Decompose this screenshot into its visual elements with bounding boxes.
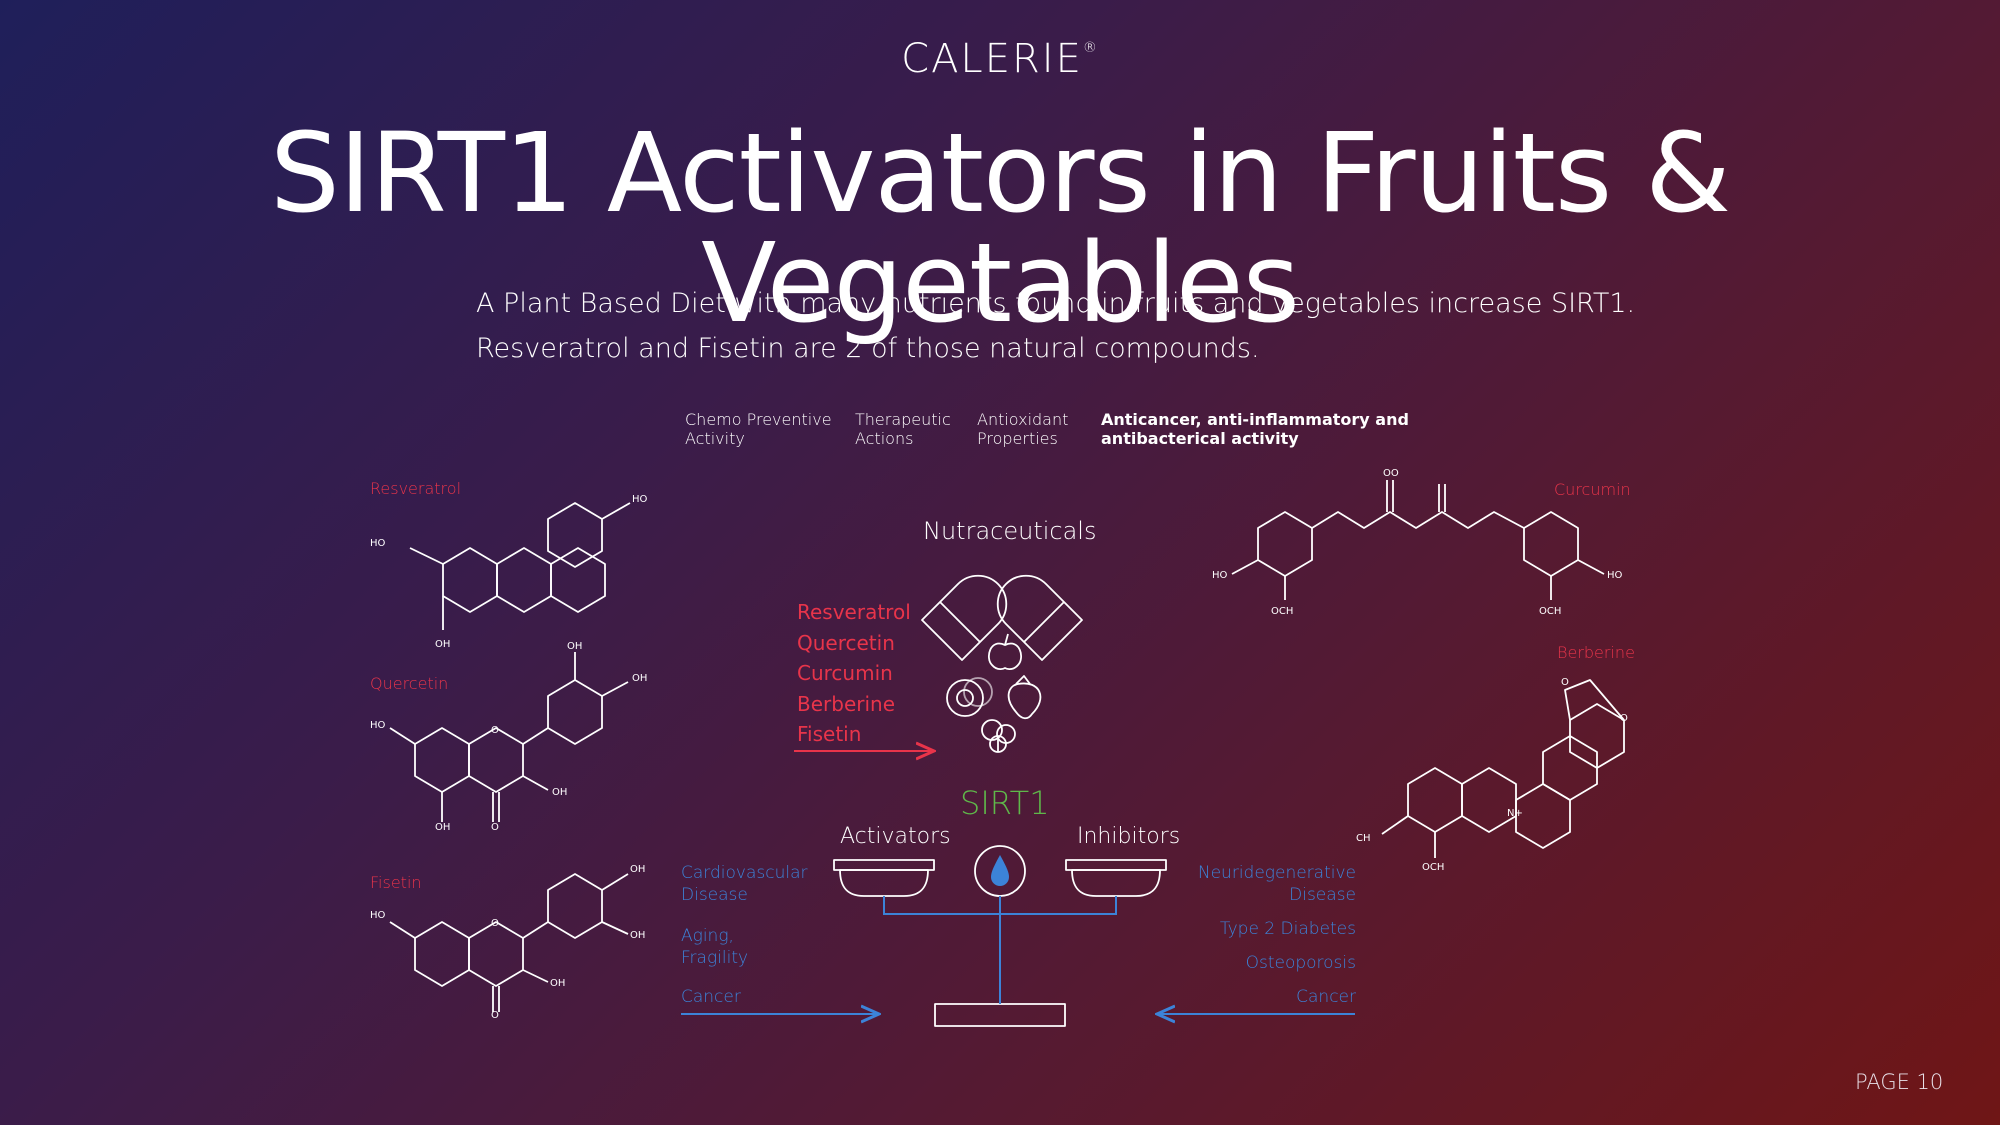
nutraceuticals-title: Nutraceuticals bbox=[923, 517, 1097, 545]
fisetin-structure bbox=[389, 873, 629, 1012]
molecule-atom-labels: HO HO OH HO O OH O OH OH OH HO O O OH OH… bbox=[370, 468, 1628, 1021]
svg-text:OH: OH bbox=[552, 787, 567, 798]
berberine-structure bbox=[1381, 679, 1625, 858]
nutraceutical-item: Quercetin bbox=[797, 630, 895, 655]
svg-text:O: O bbox=[491, 918, 499, 929]
svg-text:OH: OH bbox=[632, 673, 647, 684]
svg-text:HO: HO bbox=[1607, 570, 1623, 581]
condition-aging: Aging,Fragility bbox=[681, 926, 749, 968]
svg-text:OH: OH bbox=[567, 641, 582, 652]
svg-text:O: O bbox=[491, 1010, 499, 1021]
svg-text:O: O bbox=[1620, 713, 1628, 724]
svg-text:OCH: OCH bbox=[1422, 862, 1444, 873]
svg-text:OH: OH bbox=[550, 978, 565, 989]
nutraceutical-item: Berberine bbox=[797, 691, 896, 716]
resveratrol-structure bbox=[409, 502, 631, 630]
apple-icon bbox=[988, 633, 1022, 671]
quercetin-structure bbox=[389, 652, 629, 822]
capsule-icon bbox=[921, 574, 1008, 661]
svg-text:HO: HO bbox=[1212, 570, 1228, 581]
svg-text:OH: OH bbox=[630, 864, 645, 875]
compound-label-fisetin: Fisetin bbox=[370, 873, 422, 892]
scale-arms bbox=[883, 896, 1117, 1004]
compound-label-resveratrol: Resveratrol bbox=[370, 479, 462, 498]
svg-text:HO: HO bbox=[632, 494, 648, 505]
nutraceutical-item: Fisetin bbox=[797, 722, 862, 746]
svg-text:HO: HO bbox=[370, 538, 386, 549]
condition-cancer-right: Cancer bbox=[1296, 987, 1356, 1007]
inhibitors-label: Inhibitors bbox=[1077, 824, 1181, 849]
water-drop-icon bbox=[991, 855, 1009, 886]
capsule-icon bbox=[996, 574, 1083, 661]
svg-text:O: O bbox=[491, 822, 499, 833]
page-title: SIRT1 Activators in Fruits & Vegetables bbox=[270, 109, 1731, 347]
svg-text:HO: HO bbox=[370, 720, 386, 731]
condition-cancer-left: Cancer bbox=[681, 987, 741, 1007]
kiwi-icon bbox=[946, 677, 993, 717]
svg-text:OO: OO bbox=[1383, 468, 1399, 479]
svg-text:HO: HO bbox=[370, 910, 386, 921]
svg-text:OH: OH bbox=[435, 822, 450, 833]
svg-text:O: O bbox=[491, 725, 499, 736]
svg-text:OH: OH bbox=[435, 639, 450, 650]
compound-label-curcumin: Curcumin bbox=[1554, 480, 1631, 499]
brand-logo: CALERIE® bbox=[901, 36, 1099, 82]
svg-text:O: O bbox=[1561, 677, 1569, 688]
broccoli-icon bbox=[981, 719, 1016, 753]
svg-text:CH: CH bbox=[1356, 833, 1371, 844]
compound-label-quercetin: Quercetin bbox=[370, 674, 449, 693]
nutraceutical-item: Curcumin bbox=[797, 661, 893, 685]
compound-label-berberine: Berberine bbox=[1557, 643, 1635, 662]
page-number: PAGE 10 bbox=[1855, 1070, 1944, 1094]
curcumin-structure bbox=[1231, 480, 1605, 600]
svg-text:OCH: OCH bbox=[1271, 606, 1293, 617]
sirt1-label: SIRT1 bbox=[960, 784, 1050, 822]
strawberry-icon bbox=[1007, 675, 1042, 720]
nutraceutical-item: Resveratrol bbox=[797, 600, 911, 624]
condition-osteoporosis: Osteoporosis bbox=[1245, 953, 1356, 973]
nutraceuticals-list: Resveratrol Quercetin Curcumin Berberine… bbox=[797, 597, 911, 750]
svg-text:OCH: OCH bbox=[1539, 606, 1561, 617]
sirt1-scale bbox=[833, 845, 1167, 1027]
condition-type2-diabetes: Type 2 Diabetes bbox=[1219, 919, 1356, 939]
subtitle-line-2: Resveratrol and Fisetin are 2 of those n… bbox=[476, 333, 1260, 364]
svg-text:OH: OH bbox=[630, 930, 645, 941]
svg-text:N+: N+ bbox=[1507, 808, 1523, 819]
activators-label: Activators bbox=[840, 824, 951, 849]
subtitle-line-1: A Plant Based Diet with many nutrients f… bbox=[476, 288, 1636, 319]
